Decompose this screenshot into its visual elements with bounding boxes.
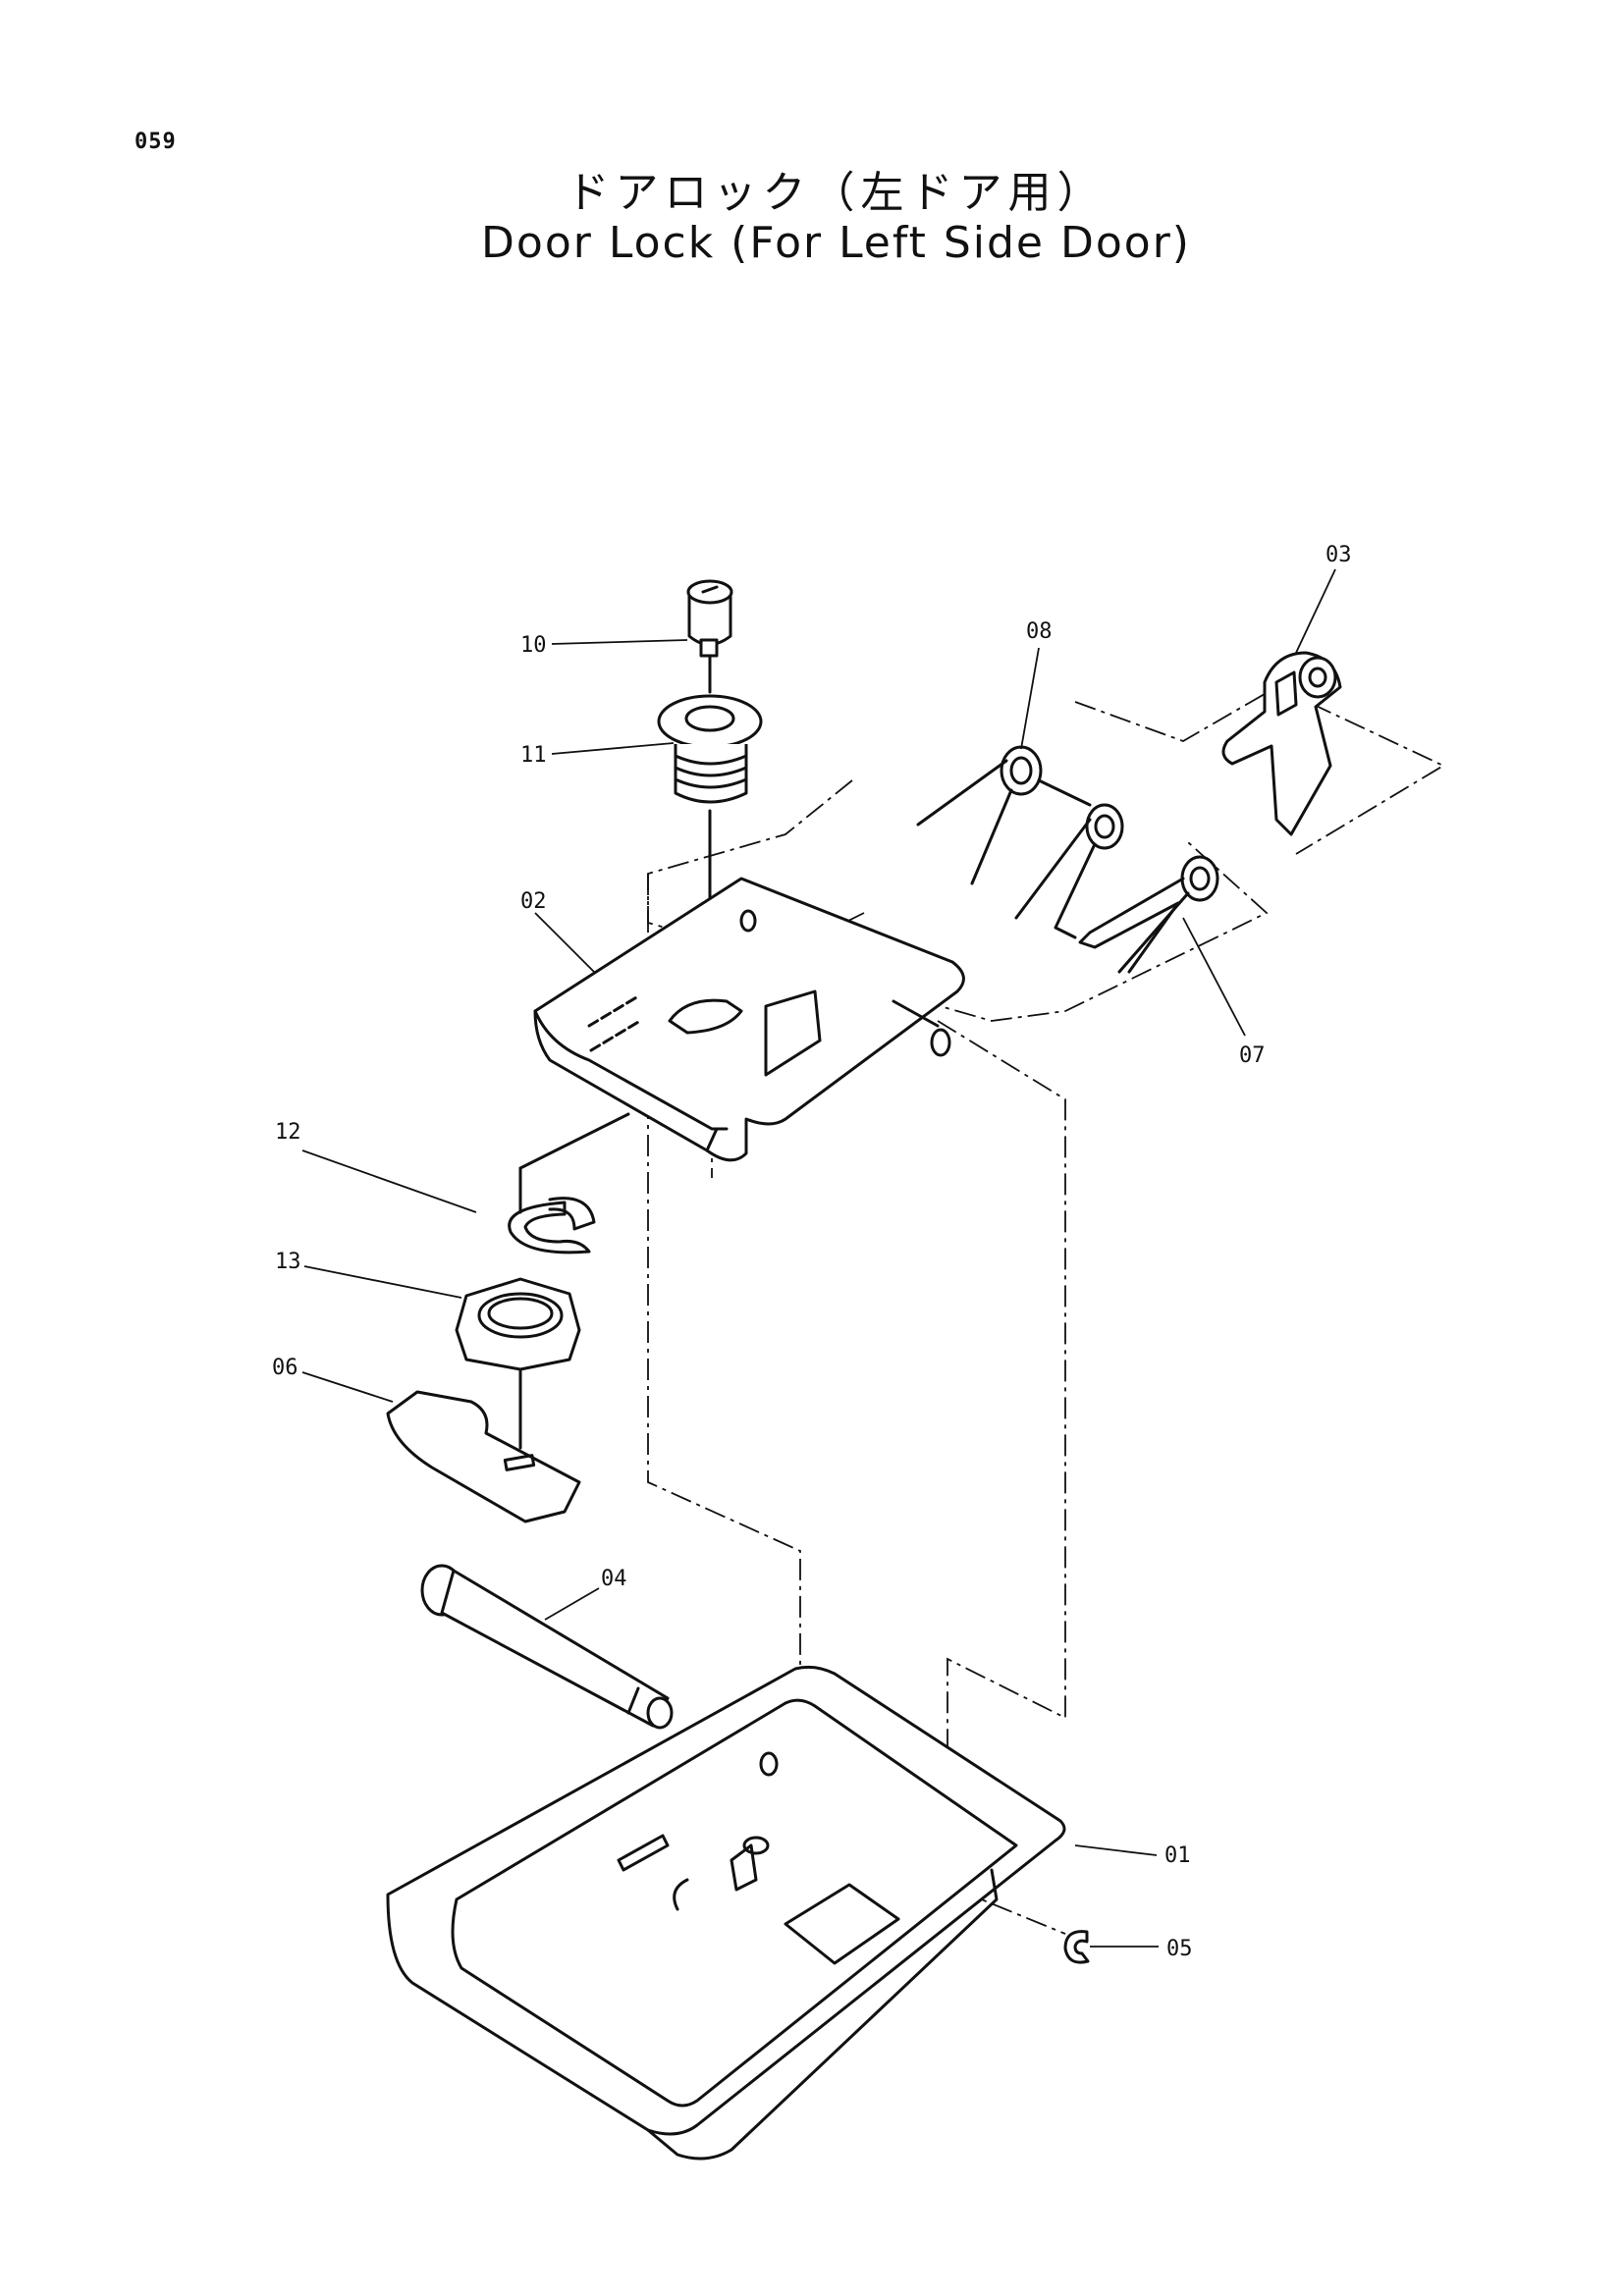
part-08-torsion-spring [916, 745, 1124, 939]
part-11-threaded-bushing [657, 694, 763, 1013]
leader-lines [301, 568, 1336, 1948]
callout-labels: 10 11 02 03 08 07 12 13 06 04 01 05 [272, 543, 1352, 1961]
part-12-snap-ring [508, 1112, 630, 1255]
callout-10: 10 [520, 633, 547, 658]
page-number: 059 [135, 130, 177, 154]
callout-03: 03 [1325, 543, 1352, 567]
part-01-base-plate [386, 1665, 1066, 2161]
callout-01: 01 [1164, 1843, 1191, 1868]
title-english: Door Lock (For Left Side Door) [481, 218, 1191, 268]
part-07-torsion-spring [1078, 855, 1219, 974]
callout-05: 05 [1166, 1937, 1193, 1961]
callout-08: 08 [1026, 619, 1053, 644]
callout-06: 06 [272, 1356, 298, 1380]
part-13-hex-nut [455, 1277, 581, 1450]
title-japanese: ドアロック（左ドア用） [566, 168, 1107, 218]
part-06-lever-plate [386, 1390, 581, 1523]
callout-11: 11 [520, 743, 547, 768]
callout-13: 13 [275, 1250, 301, 1274]
callout-07: 07 [1239, 1043, 1266, 1068]
part-03-latch-claw [1221, 651, 1342, 836]
part-04-hinge-pin [420, 1564, 674, 1730]
part-10-lock-cylinder [686, 579, 733, 694]
part-02-latch-housing [533, 877, 965, 1162]
callout-02: 02 [520, 889, 547, 914]
callout-12: 12 [275, 1120, 301, 1145]
callout-04: 04 [601, 1567, 627, 1591]
part-05-e-clip [1063, 1930, 1090, 1964]
